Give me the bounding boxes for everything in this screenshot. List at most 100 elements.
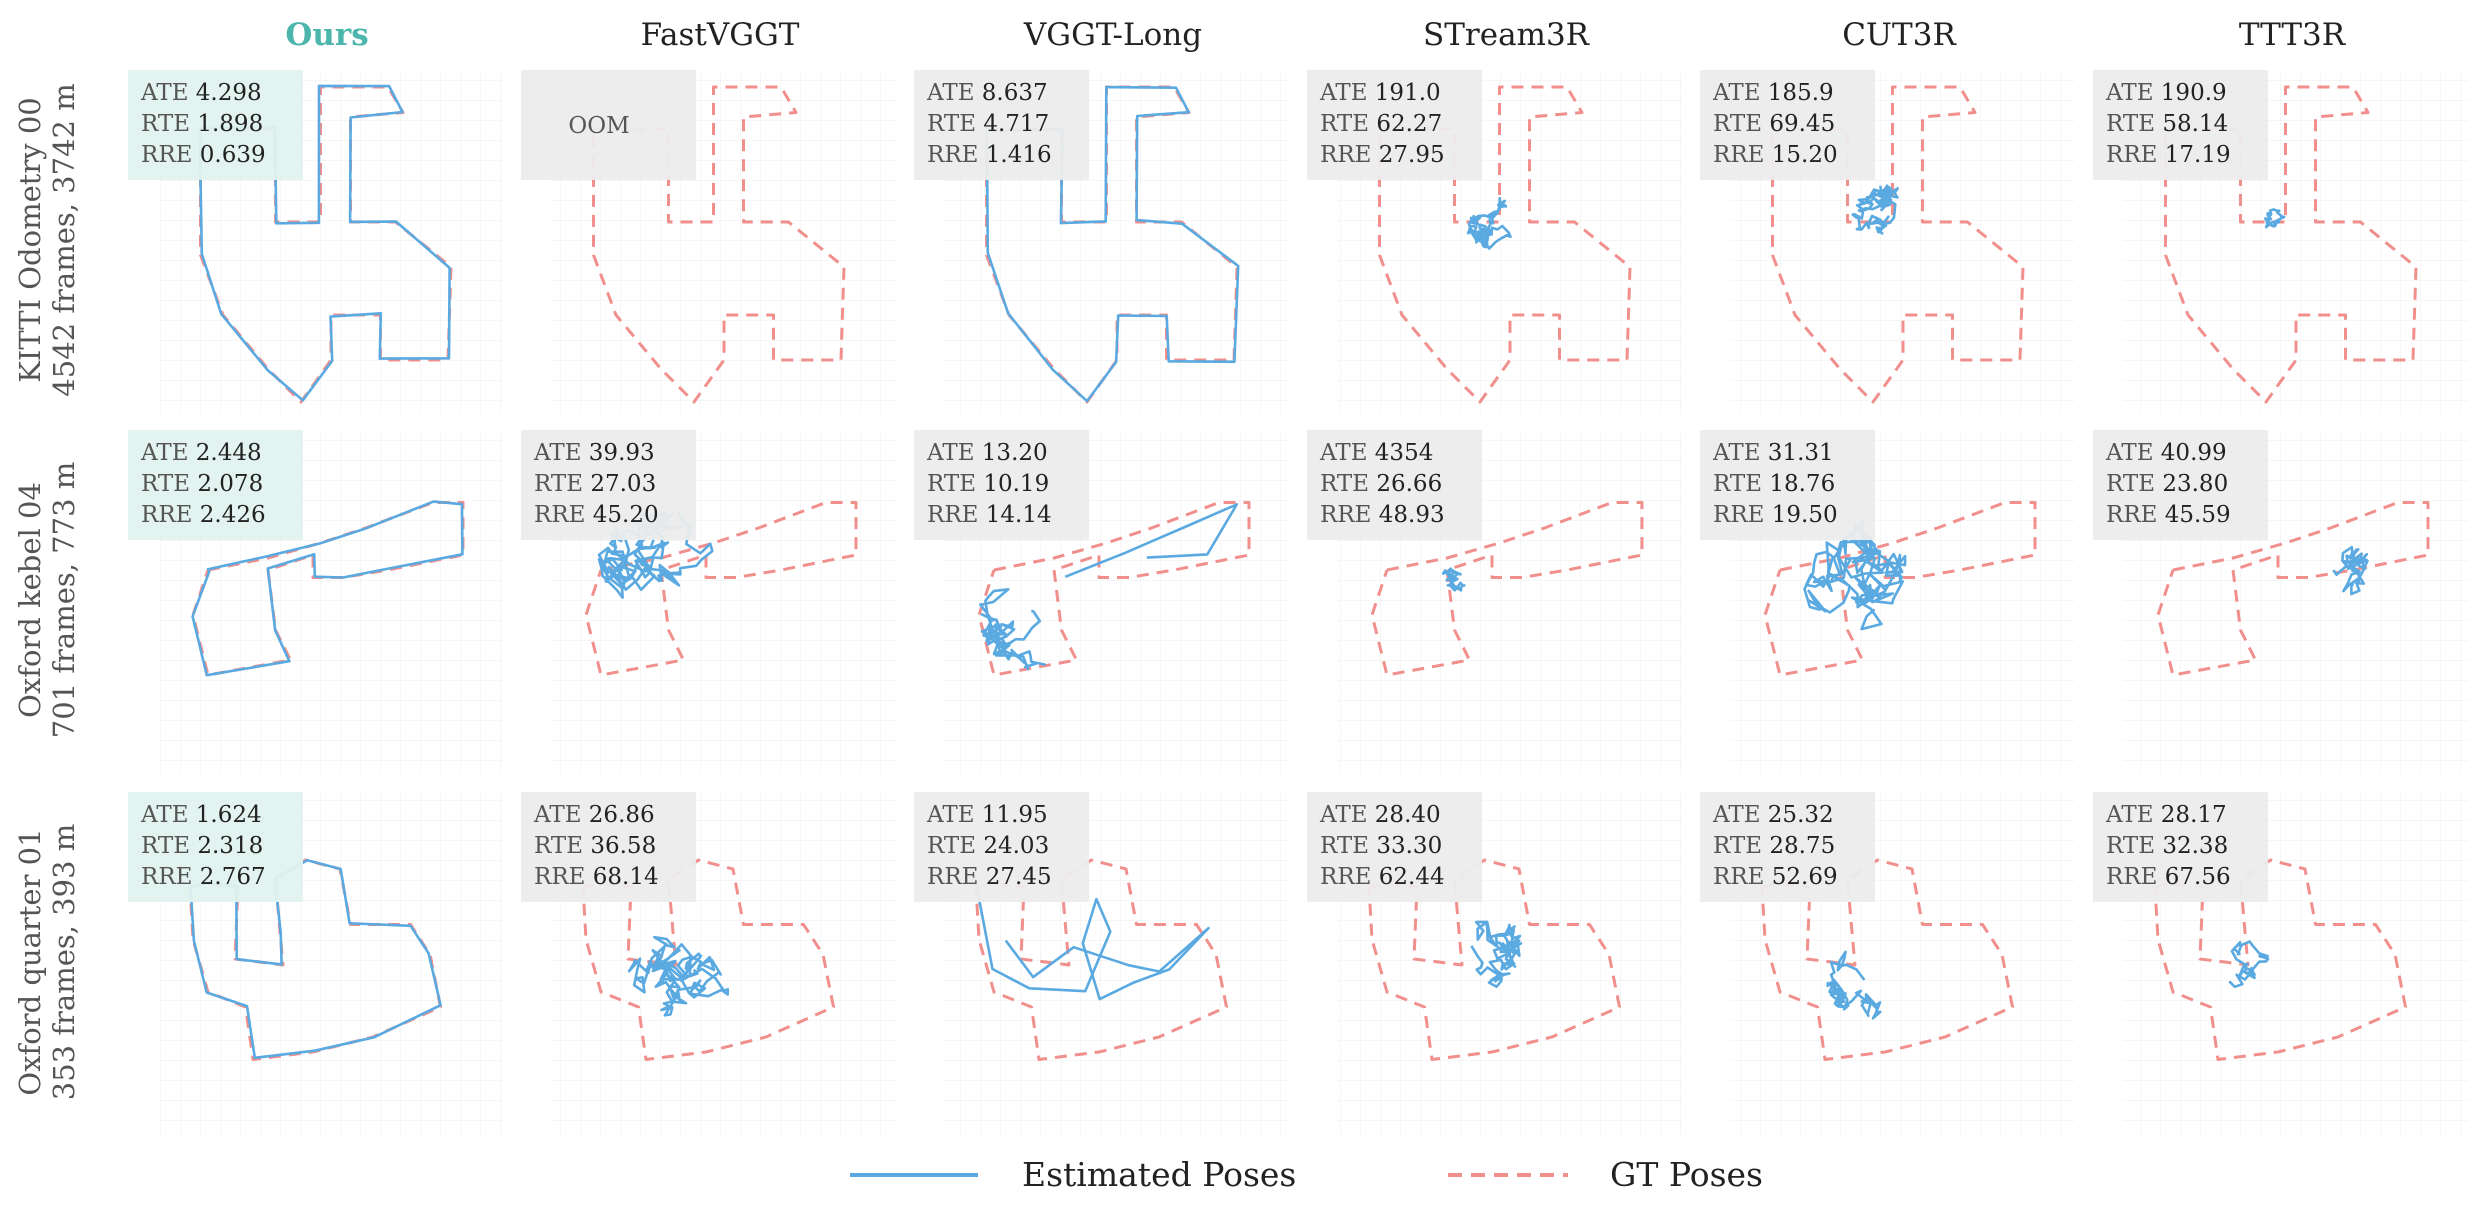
metric-ate: ATE 2.448 — [140, 440, 262, 466]
metric-rte: RTE 23.80 — [2106, 471, 2228, 497]
row-label-quarter-line2: 353 frames, 393 m — [47, 824, 81, 1101]
metric-rte: RTE 62.27 — [1320, 111, 1442, 137]
estimated-trajectory — [973, 875, 1210, 1001]
metric-box — [1307, 70, 1482, 180]
row-label-quarter-line1: Oxford quarter 01 — [13, 828, 47, 1095]
gt-trajectory — [1760, 858, 2014, 1061]
metric-box — [2093, 792, 2268, 902]
metric-box — [521, 792, 696, 902]
metric-ate: ATE 4.298 — [140, 80, 262, 106]
row-labels: KITTI Odometry 00 4542 frames, 3742 m Ox… — [13, 83, 81, 1100]
metric-rte: RTE 28.75 — [1713, 833, 1835, 859]
metric-ate: ATE 28.17 — [2105, 802, 2227, 828]
metric-rte: RTE 1.898 — [141, 111, 263, 137]
oom-label: OOM — [568, 113, 629, 139]
metric-rre: RRE 1.416 — [927, 142, 1052, 168]
metric-rre: RRE 48.93 — [1320, 502, 1445, 528]
metric-box — [2093, 430, 2268, 540]
metric-rte: RTE 58.14 — [2106, 111, 2228, 137]
metric-ate: ATE 28.40 — [1319, 802, 1441, 828]
metric-rre: RRE 15.20 — [1713, 142, 1838, 168]
row-label-kitti-line2: 4542 frames, 3742 m — [47, 83, 81, 396]
gt-trajectory — [1771, 85, 2025, 404]
metric-box — [1700, 792, 1875, 902]
estimated-trajectory — [191, 500, 464, 677]
column-title-stream3r: STream3R — [1423, 17, 1591, 53]
metric-box — [1307, 430, 1482, 540]
metric-rre: RRE 2.767 — [141, 864, 266, 890]
metric-rre: RRE 67.56 — [2106, 864, 2231, 890]
estimated-trajectory — [188, 858, 442, 1060]
gt-trajectory — [2156, 501, 2430, 677]
metric-box — [1307, 792, 1482, 902]
gt-trajectory — [1763, 501, 2037, 677]
metric-rte: RTE 69.45 — [1713, 111, 1835, 137]
gt-trajectory — [592, 85, 846, 404]
estimated-trajectory — [627, 935, 730, 1017]
metric-rte: RTE 33.30 — [1320, 833, 1442, 859]
metric-ate: ATE 26.86 — [533, 802, 655, 828]
metric-rte: RTE 2.078 — [141, 471, 263, 497]
metric-box — [128, 430, 303, 540]
metric-rre: RRE 27.45 — [927, 864, 1052, 890]
metric-box — [2093, 70, 2268, 180]
metric-box — [521, 70, 696, 180]
metric-rre: RRE 19.50 — [1713, 502, 1838, 528]
metric-ate: ATE 191.0 — [1319, 80, 1441, 106]
estimated-trajectory — [1064, 503, 1239, 579]
row-label-kebel-line1: Oxford kebel 04 — [13, 482, 47, 718]
metric-ate: ATE 185.9 — [1712, 80, 1834, 106]
metric-box — [914, 792, 1089, 902]
metric-rre: RRE 45.59 — [2106, 502, 2231, 528]
metric-ate: ATE 39.93 — [533, 440, 655, 466]
metric-ate: ATE 11.95 — [926, 802, 1048, 828]
gt-trajectory — [2164, 85, 2418, 404]
row-label-kitti-line1: KITTI Odometry 00 — [13, 97, 47, 383]
metric-rre: RRE 17.19 — [2106, 142, 2231, 168]
metric-ate: ATE 4354 — [1319, 440, 1433, 466]
metric-rre: RRE 14.14 — [927, 502, 1052, 528]
metric-ate: ATE 190.9 — [2105, 80, 2227, 106]
metric-ate: ATE 1.624 — [140, 802, 262, 828]
metric-rte: RTE 27.03 — [534, 471, 656, 497]
estimated-trajectory — [1470, 920, 1523, 989]
metric-rre: RRE 0.639 — [141, 142, 266, 168]
panel-kitti-fastvggt: OOM — [521, 70, 896, 415]
estimated-trajectory — [1851, 184, 1899, 235]
estimated-trajectory — [2228, 940, 2270, 989]
column-titles: Ours FastVGGT VGGT-Long STream3R CUT3R T… — [285, 17, 2346, 53]
metric-ate: ATE 31.31 — [1712, 440, 1834, 466]
metric-box — [914, 430, 1089, 540]
metric-box — [128, 70, 303, 180]
gt-trajectory — [1370, 501, 1644, 677]
metric-box — [128, 792, 303, 902]
estimated-trajectory — [1466, 196, 1512, 250]
metric-rte: RTE 10.19 — [927, 471, 1049, 497]
metric-ate: ATE 40.99 — [2105, 440, 2227, 466]
estimated-trajectory — [198, 84, 451, 402]
gt-trajectory — [974, 858, 1228, 1061]
metric-rre: RRE 52.69 — [1713, 864, 1838, 890]
metric-ate: ATE 13.20 — [926, 440, 1048, 466]
estimated-trajectory — [1826, 950, 1882, 1020]
estimated-trajectory — [1441, 567, 1466, 592]
column-title-vggt-long: VGGT-Long — [1023, 17, 1202, 53]
column-title-ours: Ours — [285, 17, 368, 53]
gt-trajectory — [584, 501, 858, 677]
estimated-trajectory — [1803, 520, 1907, 631]
metric-box — [1700, 70, 1875, 180]
legend-estimated-label: Estimated Poses — [1022, 1155, 1296, 1194]
